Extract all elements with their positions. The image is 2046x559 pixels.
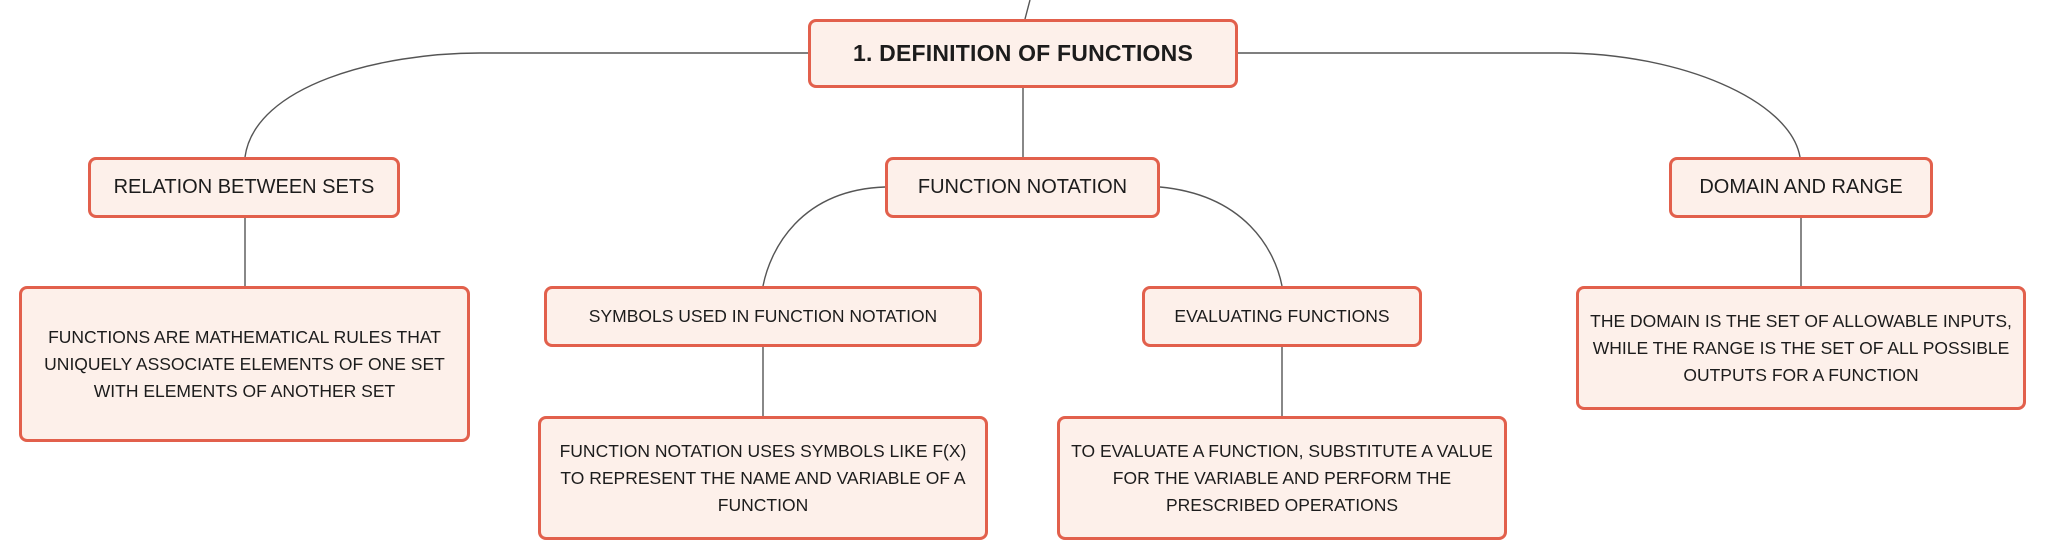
subtopic-symbols-used[interactable]: SYMBOLS USED IN FUNCTION NOTATION — [544, 286, 982, 347]
subtopic-label: EVALUATING FUNCTIONS — [1174, 306, 1390, 326]
root-label: 1. DEFINITION OF FUNCTIONS — [853, 40, 1193, 66]
topic-label: FUNCTION NOTATION — [917, 176, 1128, 198]
topic-domain-and-range[interactable]: DOMAIN AND RANGE — [1669, 157, 1933, 218]
detail-symbols-used[interactable]: FUNCTION NOTATION USES SYMBOLS LIKE F(X)… — [538, 416, 988, 540]
detail-text: TO EVALUATE A FUNCTION, SUBSTITUTE A VAL… — [1071, 440, 1493, 515]
detail-relation-between-sets[interactable]: FUNCTIONS ARE MATHEMATICAL RULES THAT UN… — [19, 286, 470, 442]
connector-root-to-domain — [1238, 52, 1801, 158]
detail-text: FUNCTIONS ARE MATHEMATICAL RULES THAT UN… — [44, 326, 445, 401]
connector-notation-to-symbols — [762, 186, 886, 287]
connector-parent-to-root — [1024, 0, 1031, 20]
connector-notation-to-evaluating — [1159, 186, 1283, 287]
topic-relation-between-sets[interactable]: RELATION BETWEEN SETS — [88, 157, 400, 218]
subtopic-label: SYMBOLS USED IN FUNCTION NOTATION — [588, 306, 938, 326]
topic-label: RELATION BETWEEN SETS — [113, 176, 375, 198]
topic-label: DOMAIN AND RANGE — [1699, 176, 1903, 198]
subtopic-evaluating-functions[interactable]: EVALUATING FUNCTIONS — [1142, 286, 1422, 347]
root-node[interactable]: 1. DEFINITION OF FUNCTIONS — [808, 19, 1238, 88]
detail-domain-and-range[interactable]: THE DOMAIN IS THE SET OF ALLOWABLE INPUT… — [1576, 286, 2026, 410]
topic-function-notation[interactable]: FUNCTION NOTATION — [885, 157, 1160, 218]
connector-root-to-relation — [244, 52, 808, 158]
detail-evaluating-functions[interactable]: TO EVALUATE A FUNCTION, SUBSTITUTE A VAL… — [1057, 416, 1507, 540]
detail-text: FUNCTION NOTATION USES SYMBOLS LIKE F(X)… — [559, 440, 967, 515]
detail-text: THE DOMAIN IS THE SET OF ALLOWABLE INPUT… — [1590, 310, 2012, 385]
